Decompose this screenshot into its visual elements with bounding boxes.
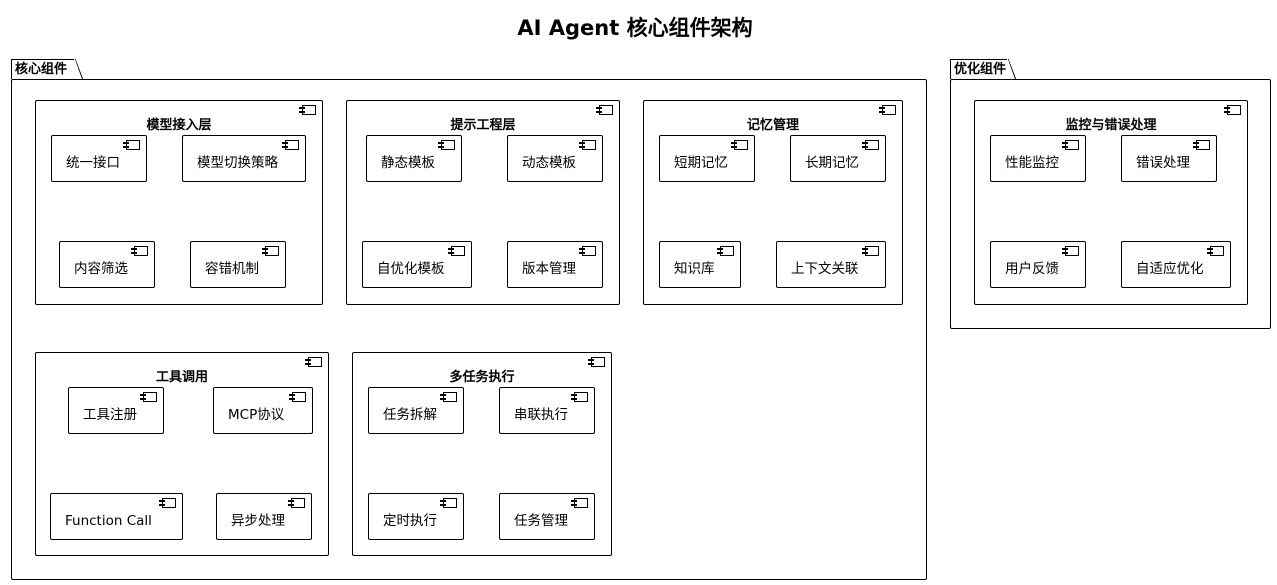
- component-icon: [131, 246, 148, 256]
- component-tool-calling: 工具调用 工具注册 MCP协议 Function Call 异步处理: [35, 352, 329, 556]
- leaf-self-optimizing-template: 自优化模板: [362, 241, 472, 288]
- leaf-model-switch: 模型切换策略: [182, 135, 306, 182]
- component-icon: [438, 140, 455, 150]
- component-icon: [1062, 140, 1079, 150]
- leaf-dynamic-template: 动态模板: [507, 135, 603, 182]
- component-icon: [571, 498, 588, 508]
- component-icon: [440, 392, 457, 402]
- component-icon: [579, 140, 596, 150]
- leaf-long-term-memory: 长期记忆: [790, 135, 886, 182]
- leaf-mcp-protocol: MCP协议: [213, 387, 313, 434]
- package-tab-slant: [1008, 59, 1016, 80]
- component-title: 记忆管理: [746, 118, 799, 133]
- package-tab-slant: [75, 59, 83, 80]
- component-title: 多任务执行: [449, 370, 515, 385]
- leaf-serial-execution: 串联执行: [499, 387, 595, 434]
- component-icon: [262, 246, 279, 256]
- component-icon: [717, 246, 734, 256]
- leaf-async-processing: 异步处理: [216, 493, 312, 540]
- component-title: 模型接入层: [146, 118, 212, 133]
- leaf-content-filter: 内容筛选: [59, 241, 155, 288]
- component-icon: [159, 498, 176, 508]
- component-icon: [140, 392, 157, 402]
- component-icon: [282, 140, 299, 150]
- package-optimization-label: 优化组件: [954, 62, 1007, 77]
- diagram-title: AI Agent 核心组件架构: [517, 16, 753, 40]
- component-multitask-execution: 多任务执行 任务拆解 串联执行 定时执行 任务管理: [352, 352, 612, 556]
- component-icon: [596, 105, 613, 115]
- leaf-fault-tolerance: 容错机制: [190, 241, 286, 288]
- leaf-knowledge-base: 知识库: [659, 241, 741, 288]
- component-icon: [1062, 246, 1079, 256]
- component-prompt-engineering: 提示工程层 静态模板 动态模板 自优化模板 版本管理: [346, 100, 620, 305]
- component-icon: [1207, 246, 1224, 256]
- component-title: 提示工程层: [450, 118, 516, 133]
- leaf-unified-interface: 统一接口: [51, 135, 147, 182]
- leaf-short-term-memory: 短期记忆: [659, 135, 755, 182]
- component-icon: [879, 105, 896, 115]
- component-icon: [1224, 105, 1241, 115]
- component-icon: [305, 357, 322, 367]
- component-monitoring-error-handling: 监控与错误处理 性能监控 错误处理 用户反馈 自适应优化: [974, 100, 1248, 305]
- package-optimization-tab: 优化组件: [950, 59, 1016, 80]
- component-model-access: 模型接入层 统一接口 模型切换策略 内容筛选 容错机制: [35, 100, 323, 305]
- component-icon: [731, 140, 748, 150]
- component-title: 监控与错误处理: [1065, 118, 1157, 133]
- leaf-static-template: 静态模板: [366, 135, 462, 182]
- component-memory-management: 记忆管理 短期记忆 长期记忆 知识库 上下文关联: [643, 100, 903, 305]
- component-icon: [862, 140, 879, 150]
- package-core-tab: 核心组件: [11, 59, 83, 80]
- component-title: 工具调用: [155, 370, 208, 385]
- component-icon: [862, 246, 879, 256]
- leaf-performance-monitoring: 性能监控: [990, 135, 1086, 182]
- component-icon: [579, 246, 596, 256]
- package-core-label: 核心组件: [15, 62, 68, 77]
- leaf-function-call: Function Call: [50, 493, 183, 540]
- component-icon: [289, 392, 306, 402]
- leaf-user-feedback: 用户反馈: [990, 241, 1086, 288]
- leaf-error-handling: 错误处理: [1121, 135, 1217, 182]
- leaf-task-management: 任务管理: [499, 493, 595, 540]
- leaf-version-management: 版本管理: [507, 241, 603, 288]
- component-icon: [1193, 140, 1210, 150]
- leaf-tool-registration: 工具注册: [68, 387, 164, 434]
- component-icon: [288, 498, 305, 508]
- component-icon: [440, 498, 457, 508]
- component-icon: [571, 392, 588, 402]
- leaf-scheduled-execution: 定时执行: [368, 493, 464, 540]
- leaf-context-association: 上下文关联: [776, 241, 886, 288]
- component-icon: [123, 140, 140, 150]
- component-icon: [299, 105, 316, 115]
- component-icon: [588, 357, 605, 367]
- leaf-task-decomposition: 任务拆解: [368, 387, 464, 434]
- leaf-adaptive-optimization: 自适应优化: [1121, 241, 1231, 288]
- component-icon: [448, 246, 465, 256]
